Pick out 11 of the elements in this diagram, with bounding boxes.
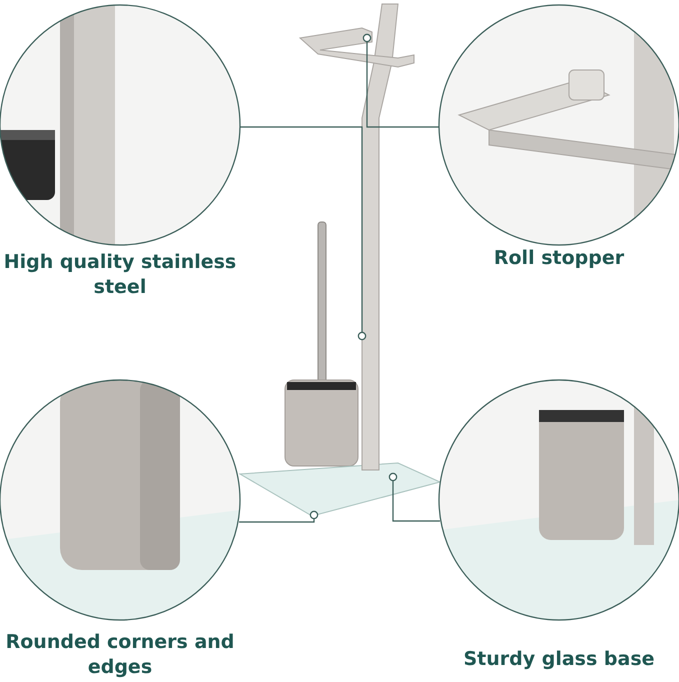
- leader-line: [388, 472, 440, 522]
- roll-stopper: [298, 27, 414, 68]
- leader-line: [362, 34, 439, 128]
- glass-base: [238, 462, 442, 517]
- leader-line: [239, 510, 318, 523]
- feature-label: Sturdy glass base: [462, 647, 656, 672]
- stand-pole: [362, 4, 399, 470]
- feature-label: High quality stainless steel: [2, 250, 238, 300]
- leader-line: [240, 126, 366, 340]
- feature-label: Roll stopper: [492, 246, 626, 271]
- feature-label: Rounded corners and edges: [4, 630, 236, 680]
